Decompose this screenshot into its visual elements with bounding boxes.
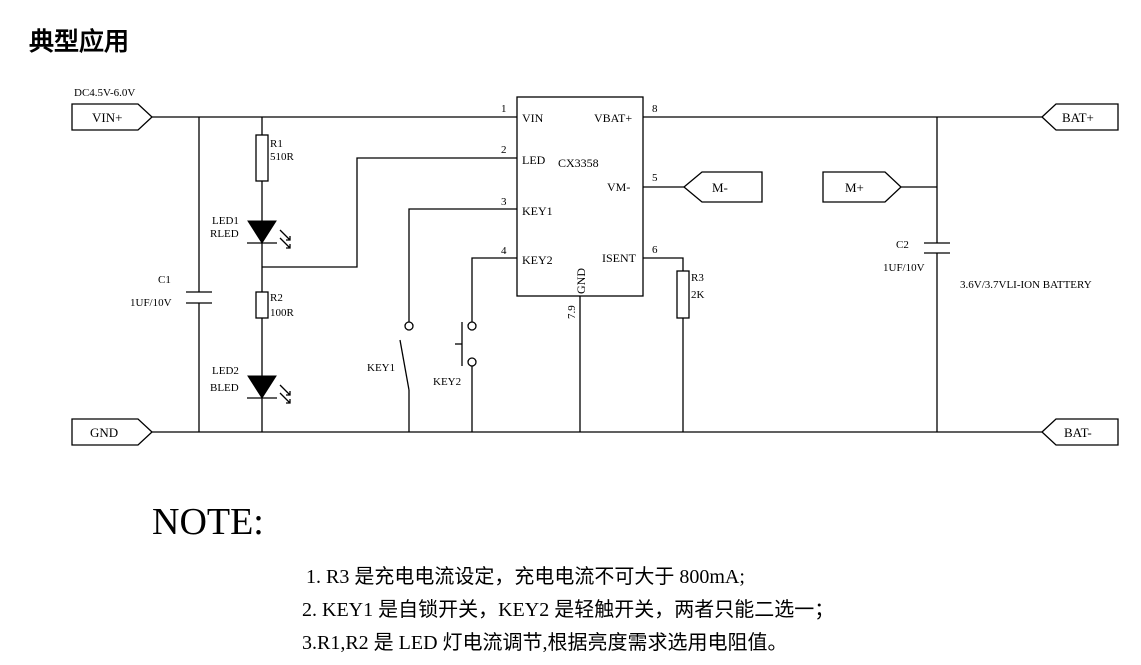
- led1-ref: LED1: [212, 215, 239, 227]
- port-bat-plus: BAT+: [1041, 103, 1119, 131]
- ic-pin8-name: VBAT+: [594, 111, 632, 125]
- ic-body: [516, 96, 644, 297]
- ic-pin7-num: 7.9: [566, 305, 578, 319]
- port-gnd-label: GND: [90, 425, 118, 440]
- ic-pin2-num: 2: [501, 144, 507, 156]
- c1-value: 1UF/10V: [130, 297, 172, 309]
- ic-pin5-name: VM-: [607, 180, 630, 194]
- r1-value: 510R: [270, 151, 295, 163]
- led1-symbol: [247, 220, 291, 249]
- c1-ref: C1: [158, 274, 171, 286]
- ic-pin4-name: KEY2: [522, 253, 553, 267]
- port-bat-plus-label: BAT+: [1062, 110, 1094, 125]
- port-m-minus: M-: [682, 171, 763, 203]
- port-m-minus-label: M-: [712, 180, 728, 195]
- resistor-r1: [255, 134, 269, 182]
- ic-pin6-name: ISENT: [602, 251, 637, 265]
- ic-pin1-num: 1: [501, 103, 507, 115]
- port-m-plus: M+: [822, 171, 902, 203]
- r2-value: 100R: [270, 307, 295, 319]
- note-line-3: 3.R1,R2 是 LED 灯电流调节,根据亮度需求选用电阻值。: [302, 632, 788, 654]
- led2-ref: LED2: [212, 365, 239, 377]
- led2-symbol: [247, 375, 291, 404]
- ic-pin5-num: 5: [652, 172, 658, 184]
- capacitor-c1: [186, 291, 212, 304]
- ic-pin6-num: 6: [652, 244, 658, 256]
- ic-pin1-name: VIN: [522, 111, 544, 125]
- r2-ref: R2: [270, 292, 283, 304]
- input-voltage-label: DC4.5V-6.0V: [74, 87, 135, 99]
- c2-ref: C2: [896, 239, 909, 251]
- port-bat-minus: BAT-: [1041, 418, 1119, 446]
- capacitor-c2: [924, 242, 950, 254]
- note-line-2: 2. KEY1 是自锁开关，KEY2 是轻触开关，两者只能二选一；: [302, 599, 835, 621]
- key2-switch: [455, 321, 477, 367]
- ic-pin4-num: 4: [501, 245, 507, 257]
- port-m-plus-label: M+: [845, 180, 864, 195]
- ic-pin2-name: LED: [522, 153, 546, 167]
- r1-ref: R1: [270, 138, 283, 150]
- key2-ref: KEY2: [433, 376, 461, 388]
- port-vin: VIN+: [71, 103, 153, 131]
- battery-label: 3.6V/3.7VLI-ION BATTERY: [960, 279, 1092, 291]
- resistor-r2: [255, 291, 269, 319]
- ic-pin8-num: 8: [652, 103, 658, 115]
- ic-pin3-name: KEY1: [522, 204, 553, 218]
- port-bat-minus-label: BAT-: [1064, 425, 1092, 440]
- page-heading: 典型应用: [29, 27, 130, 56]
- port-gnd: GND: [71, 418, 153, 446]
- resistor-r3: [676, 270, 690, 319]
- ic-pin3-num: 3: [501, 196, 507, 208]
- c2-value: 1UF/10V: [883, 262, 925, 274]
- schematic-diagram: CX3358 1 VIN 2 LED 3 KEY1 4 KEY2 8 VBAT+…: [71, 87, 1119, 446]
- led2-type: BLED: [210, 382, 239, 394]
- r3-ref: R3: [691, 272, 704, 284]
- note-title: NOTE:: [152, 501, 264, 543]
- wires: [150, 116, 1042, 433]
- port-vin-label: VIN+: [92, 110, 122, 125]
- ic-name: CX3358: [558, 156, 599, 170]
- key1-switch: [399, 321, 414, 391]
- note-line-1: 1. R3 是充电电流设定，充电电流不可大于 800mA;: [306, 566, 745, 588]
- r3-value: 2K: [691, 289, 705, 301]
- led1-type: RLED: [210, 228, 239, 240]
- key1-ref: KEY1: [367, 362, 395, 374]
- ic-pin7-name: GND: [574, 268, 588, 294]
